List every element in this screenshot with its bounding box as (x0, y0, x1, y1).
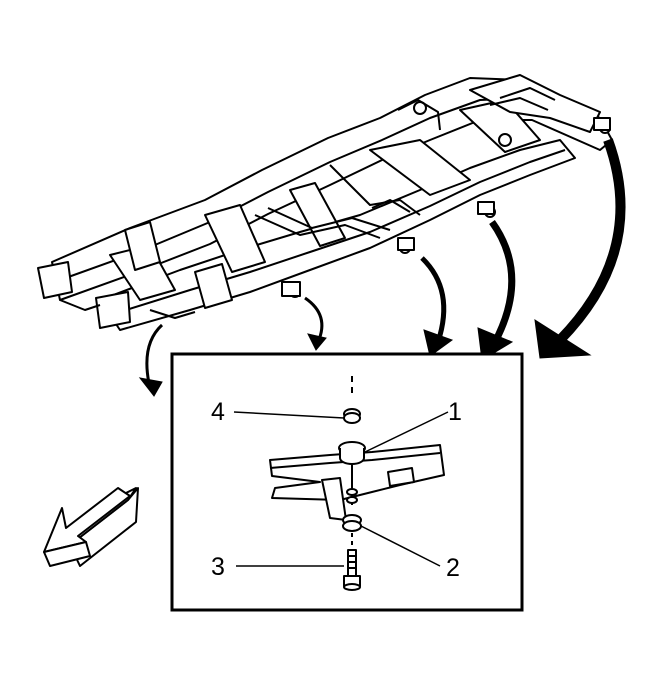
pointer-arrows (138, 138, 626, 397)
callout-leaders (233, 411, 449, 567)
body-mount-detail (269, 376, 445, 591)
vehicle-frame (37, 74, 613, 331)
callout-3: 3 (211, 553, 225, 581)
callout-4: 4 (211, 398, 225, 426)
front-direction-arrow-icon (43, 487, 139, 567)
callout-1: 1 (448, 398, 462, 426)
callout-2: 2 (446, 554, 460, 582)
